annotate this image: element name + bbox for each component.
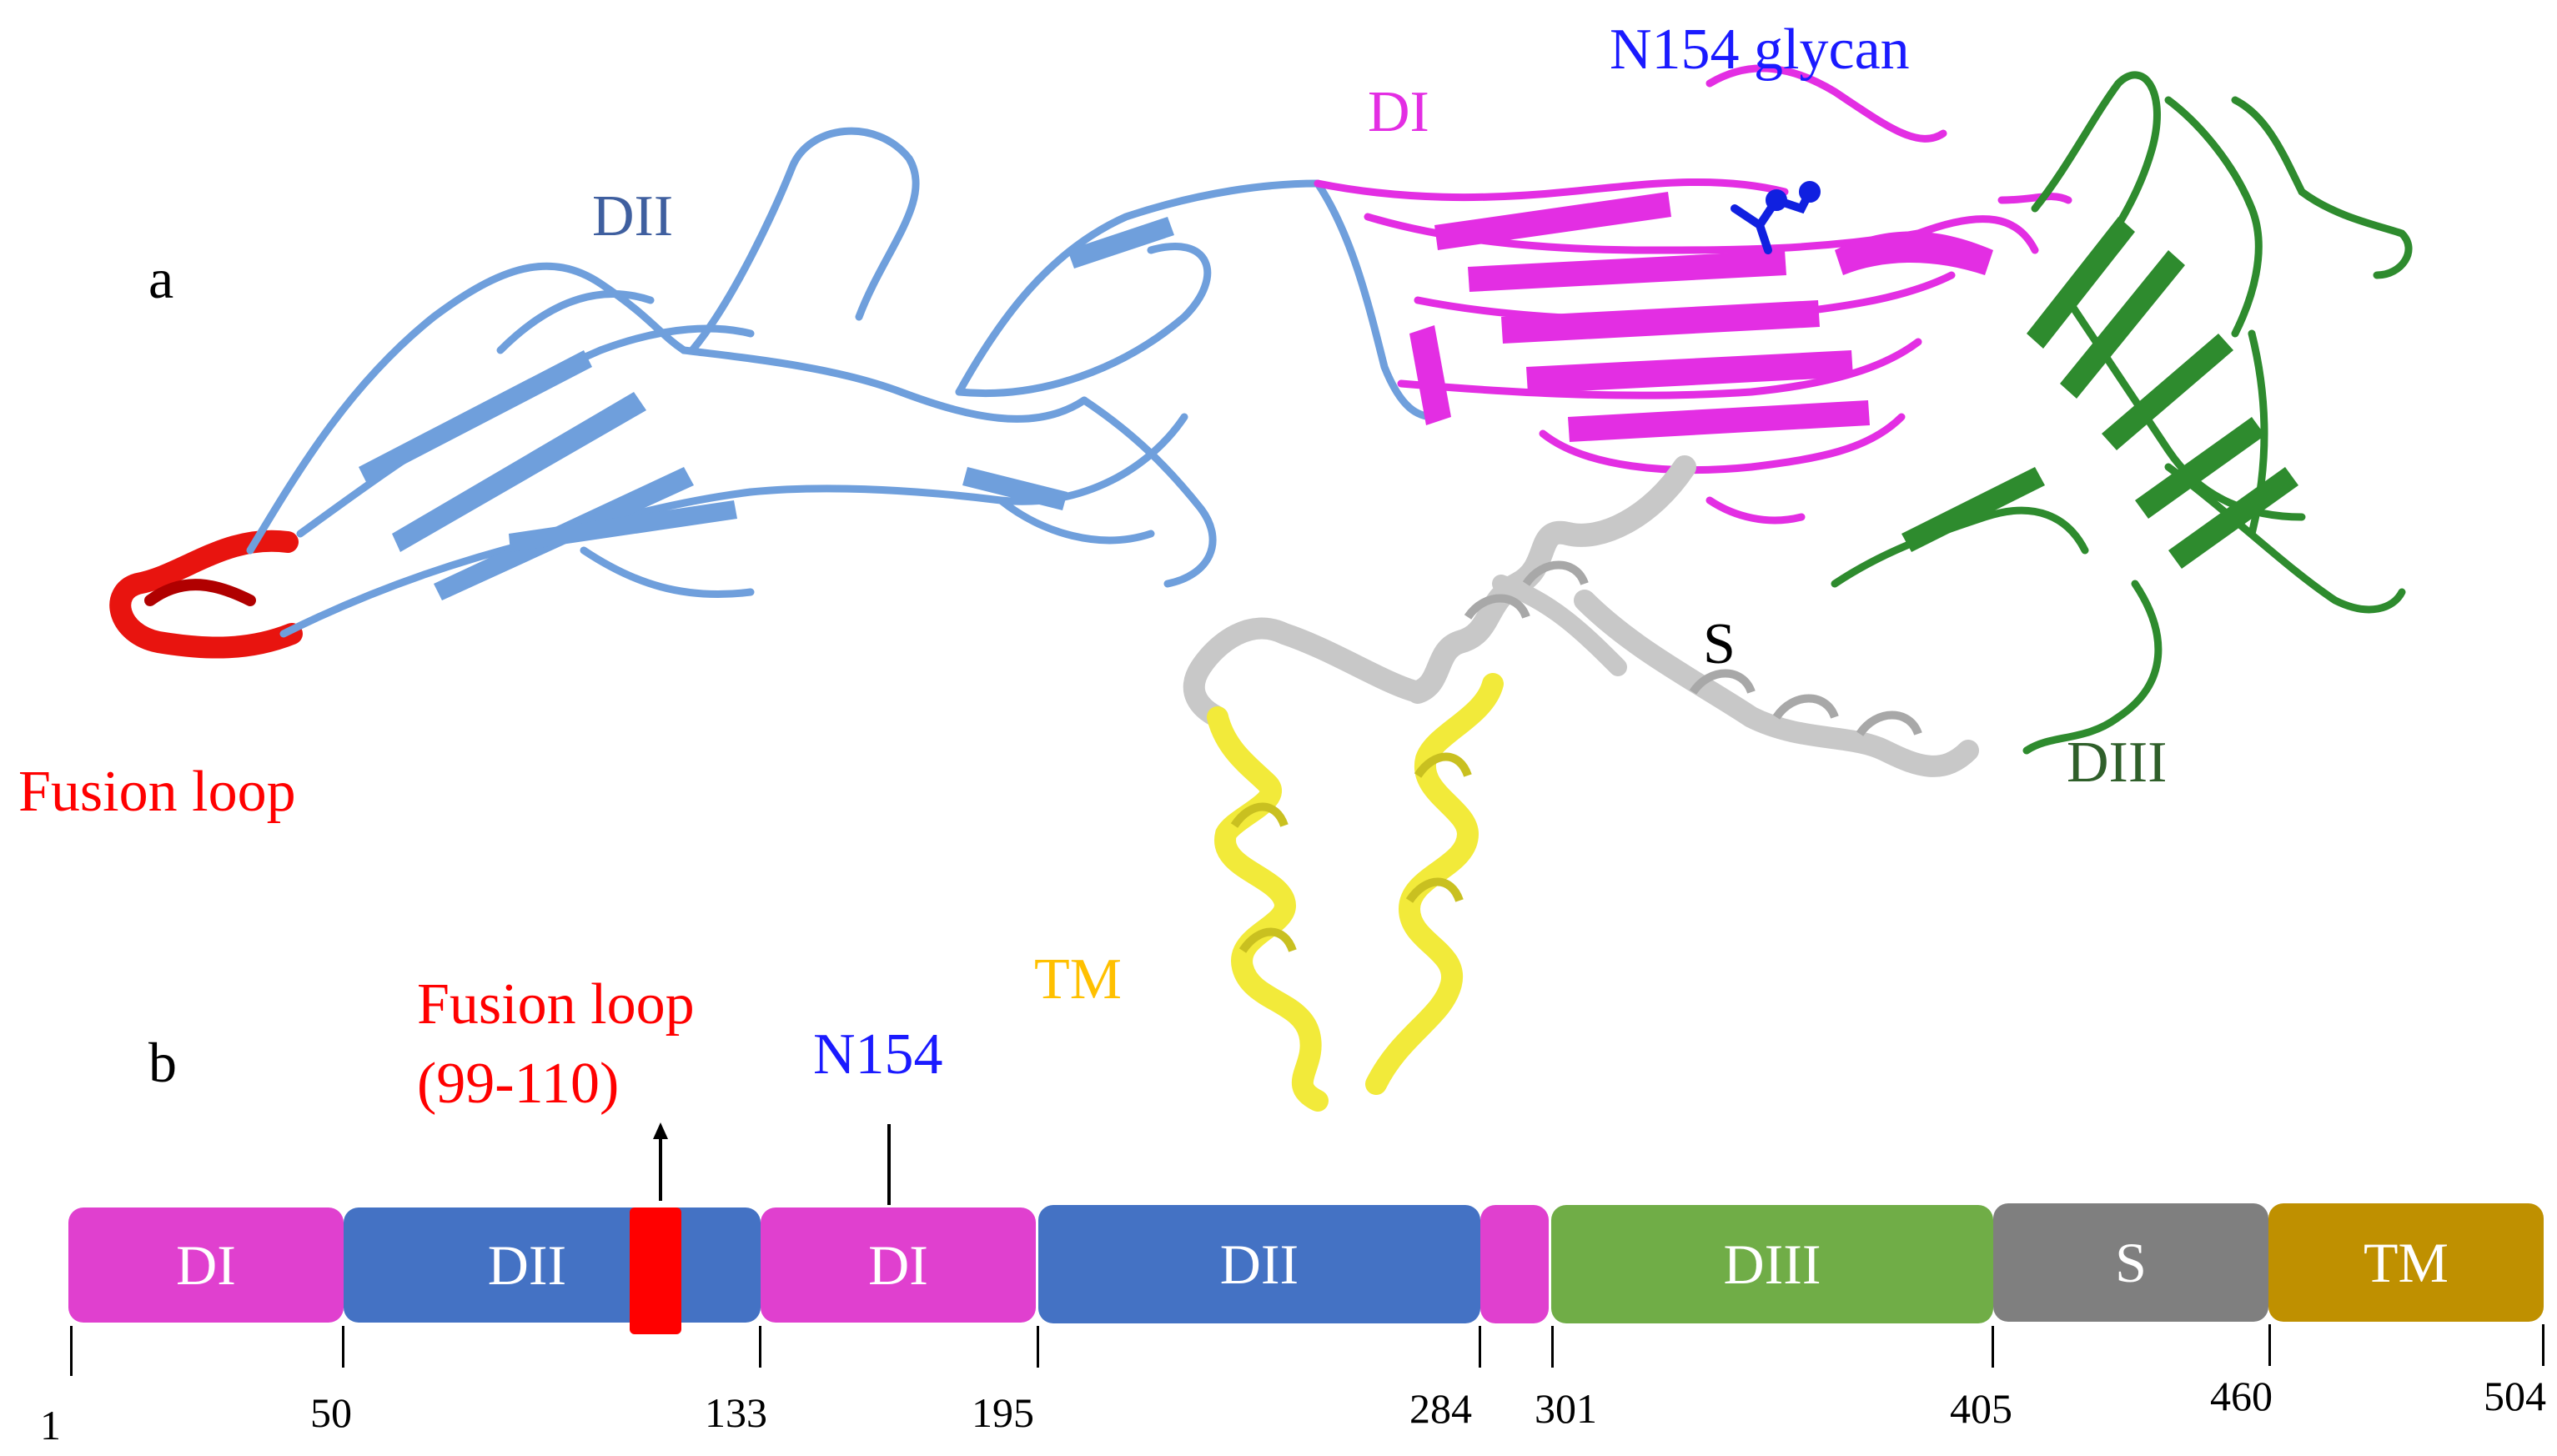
label-n154-map: N154 bbox=[813, 1022, 943, 1087]
label-n154-glycan: N154 glycan bbox=[1610, 18, 1910, 82]
di-ribbon bbox=[1314, 64, 2072, 525]
segment-label: DI bbox=[868, 1233, 928, 1297]
dii-ribbon bbox=[246, 127, 1439, 638]
tick-mark bbox=[1992, 1326, 1994, 1368]
tick-label: 195 bbox=[972, 1389, 1034, 1436]
segment-label: S bbox=[2115, 1230, 2147, 1294]
glycan-n154 bbox=[1731, 181, 1821, 254]
fusion-loop-arrowhead bbox=[653, 1122, 668, 1139]
segment-label: DI bbox=[176, 1233, 236, 1297]
tick-mark bbox=[1551, 1326, 1554, 1368]
tick-mark bbox=[70, 1326, 73, 1376]
tick-label: 504 bbox=[2484, 1373, 2546, 1419]
tick-mark bbox=[1479, 1326, 1481, 1368]
stem-ribbon bbox=[1183, 455, 1979, 777]
tick-mark bbox=[342, 1326, 344, 1368]
segment-diii: DIII bbox=[1551, 1205, 1993, 1323]
tick-label: 301 bbox=[1535, 1385, 1597, 1432]
tm-helix-shade bbox=[1230, 752, 1472, 953]
label-fusion-loop-map-line1: Fusion loop bbox=[417, 972, 695, 1037]
tick-label: 405 bbox=[1950, 1385, 2012, 1432]
tick-label: 1 bbox=[40, 1402, 61, 1448]
label-tm-structure: TM bbox=[1034, 947, 1122, 1012]
tick-label: 284 bbox=[1409, 1385, 1472, 1432]
label-di-structure: DI bbox=[1368, 80, 1429, 144]
tick-mark bbox=[1037, 1326, 1039, 1368]
segment-dii-1: DII bbox=[344, 1207, 761, 1323]
tm-ribbon bbox=[1207, 673, 1504, 1112]
fusion-loop-marker bbox=[630, 1207, 681, 1334]
segment-label: DII bbox=[487, 1233, 567, 1297]
stem-helix-turns bbox=[1464, 560, 1922, 737]
label-dii-structure: DII bbox=[592, 184, 674, 249]
tick-label: 133 bbox=[705, 1389, 767, 1436]
panel-a-label: a bbox=[148, 247, 174, 310]
segment-label: DIII bbox=[1723, 1232, 1821, 1296]
segment-di-1: DI bbox=[68, 1207, 344, 1323]
tick-mark bbox=[2542, 1324, 2544, 1366]
label-fusion-loop-map-line2: (99-110) bbox=[417, 1052, 620, 1116]
tick-label: 460 bbox=[2210, 1373, 2273, 1419]
diii-ribbon bbox=[1831, 71, 2413, 755]
fusion-loop-ribbon bbox=[109, 530, 303, 659]
segment-dii-2: DII bbox=[1038, 1205, 1480, 1323]
label-stem-structure: S bbox=[1703, 612, 1736, 676]
segment-label: TM bbox=[2364, 1230, 2449, 1294]
label-fusion-loop-structure: Fusion loop bbox=[18, 760, 296, 824]
segment-stem: S bbox=[1993, 1203, 2268, 1322]
segment-label: DII bbox=[1219, 1232, 1299, 1296]
segment-di-2: DI bbox=[761, 1207, 1036, 1323]
tick-label: 50 bbox=[310, 1389, 352, 1436]
tick-mark bbox=[759, 1326, 761, 1368]
dii-beta-strands bbox=[359, 217, 1174, 600]
panel-b-label: b bbox=[148, 1031, 177, 1094]
tick-mark bbox=[2268, 1324, 2271, 1366]
label-diii-structure: DIII bbox=[2067, 731, 2168, 795]
segment-tm: TM bbox=[2268, 1203, 2544, 1322]
segment-di-3 bbox=[1480, 1205, 1549, 1323]
